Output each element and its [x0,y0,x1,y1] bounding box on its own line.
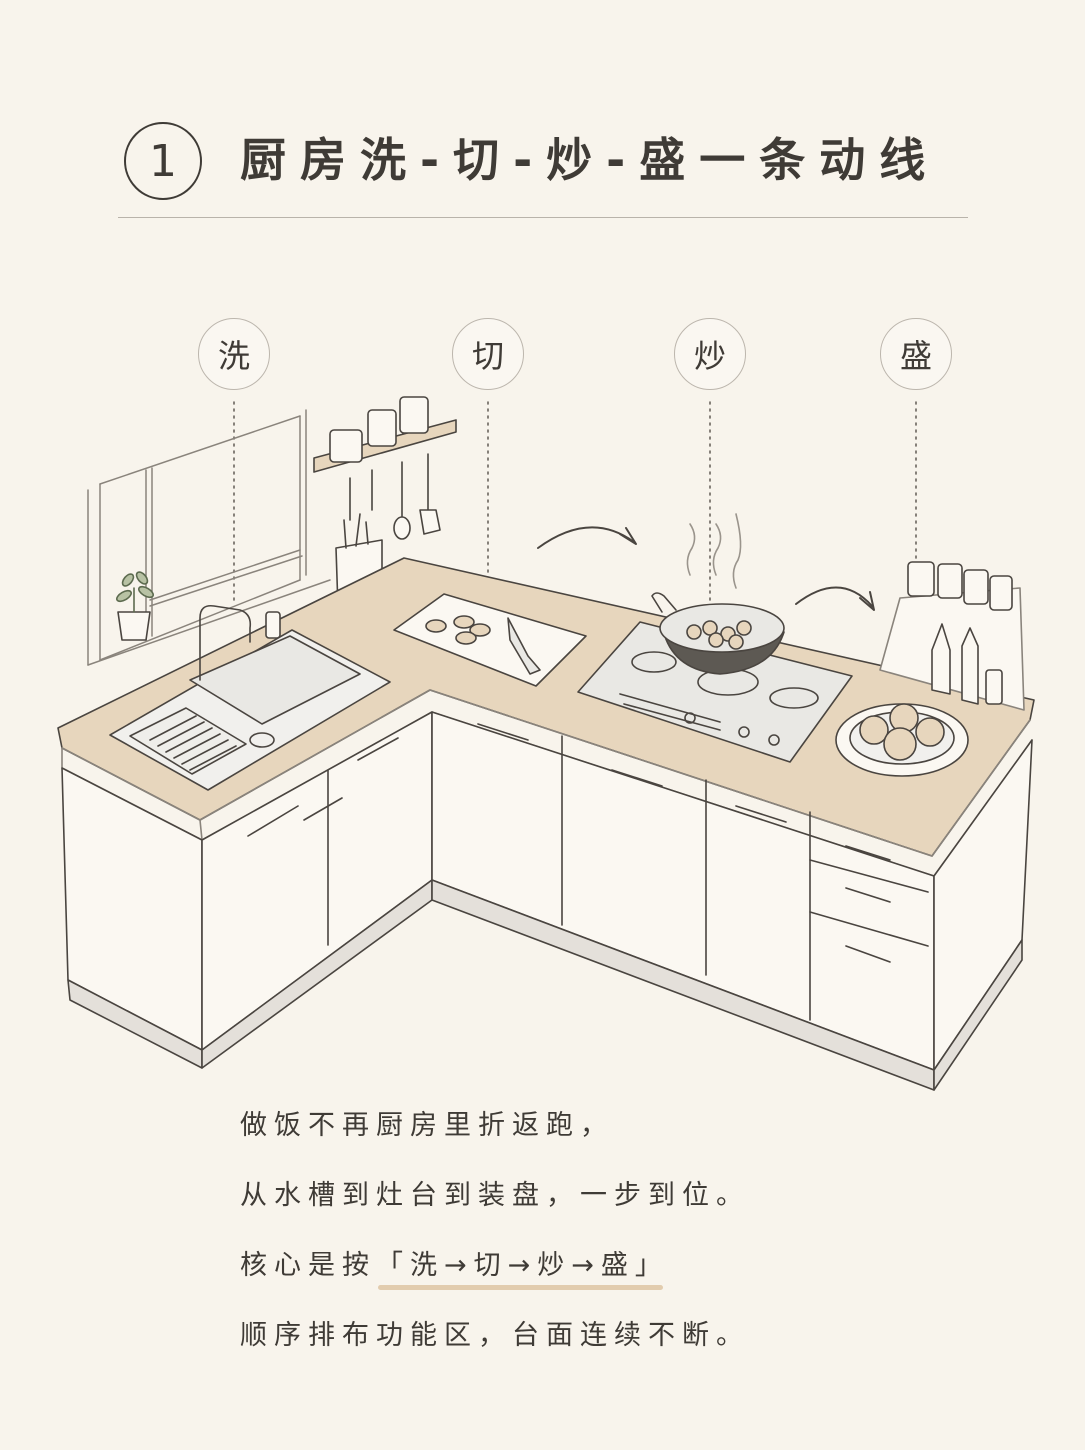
description-line-3-prefix: 核心是按 [240,1250,376,1281]
step-number: 1 [149,135,177,187]
kitchen-illustration: 洗 切 炒 盛 [0,230,1085,1110]
step-label: 切 [471,337,504,375]
spice-rack [879,561,1025,711]
serving-plate [835,703,969,777]
step-number-badge: 1 [124,122,202,200]
description: 做饭不再厨房里折返跑， 从水槽到灶台到装盘，一步到位。 核心是按「洗→切→炒→盛… [240,1100,1020,1380]
step-badge-serve: 盛 [880,318,952,390]
description-line-1: 做饭不再厨房里折返跑， [240,1110,614,1141]
description-line-2: 从水槽到灶台到装盘，一步到位。 [240,1180,750,1211]
description-line-4: 顺序排布功能区，台面连续不断。 [240,1320,750,1351]
sink [109,604,391,791]
title-divider [118,217,968,218]
flow-arrows [537,526,875,611]
page-title: 厨房洗-切-炒-盛一条动线 [240,133,940,187]
step-badge-wash: 洗 [198,318,270,390]
wok [651,513,785,675]
step-badge-cut: 切 [452,318,524,390]
description-line-3: 核心是按「洗→切→炒→盛」 [240,1240,1020,1310]
step-label: 洗 [217,337,250,375]
cutting-board [393,593,587,687]
cabinets [61,711,1033,1091]
header: 1 厨房洗-切-炒-盛一条动线 [0,0,1085,230]
kitchen-drawing [57,396,1035,1091]
step-label: 盛 [899,337,932,375]
wall-shelf [313,396,457,540]
stove [577,621,853,763]
plant-pot [115,571,155,641]
highlighted-sequence: 「洗→切→炒→盛」 [376,1240,669,1292]
step-label: 炒 [693,337,726,375]
step-badge-fry: 炒 [674,318,746,390]
